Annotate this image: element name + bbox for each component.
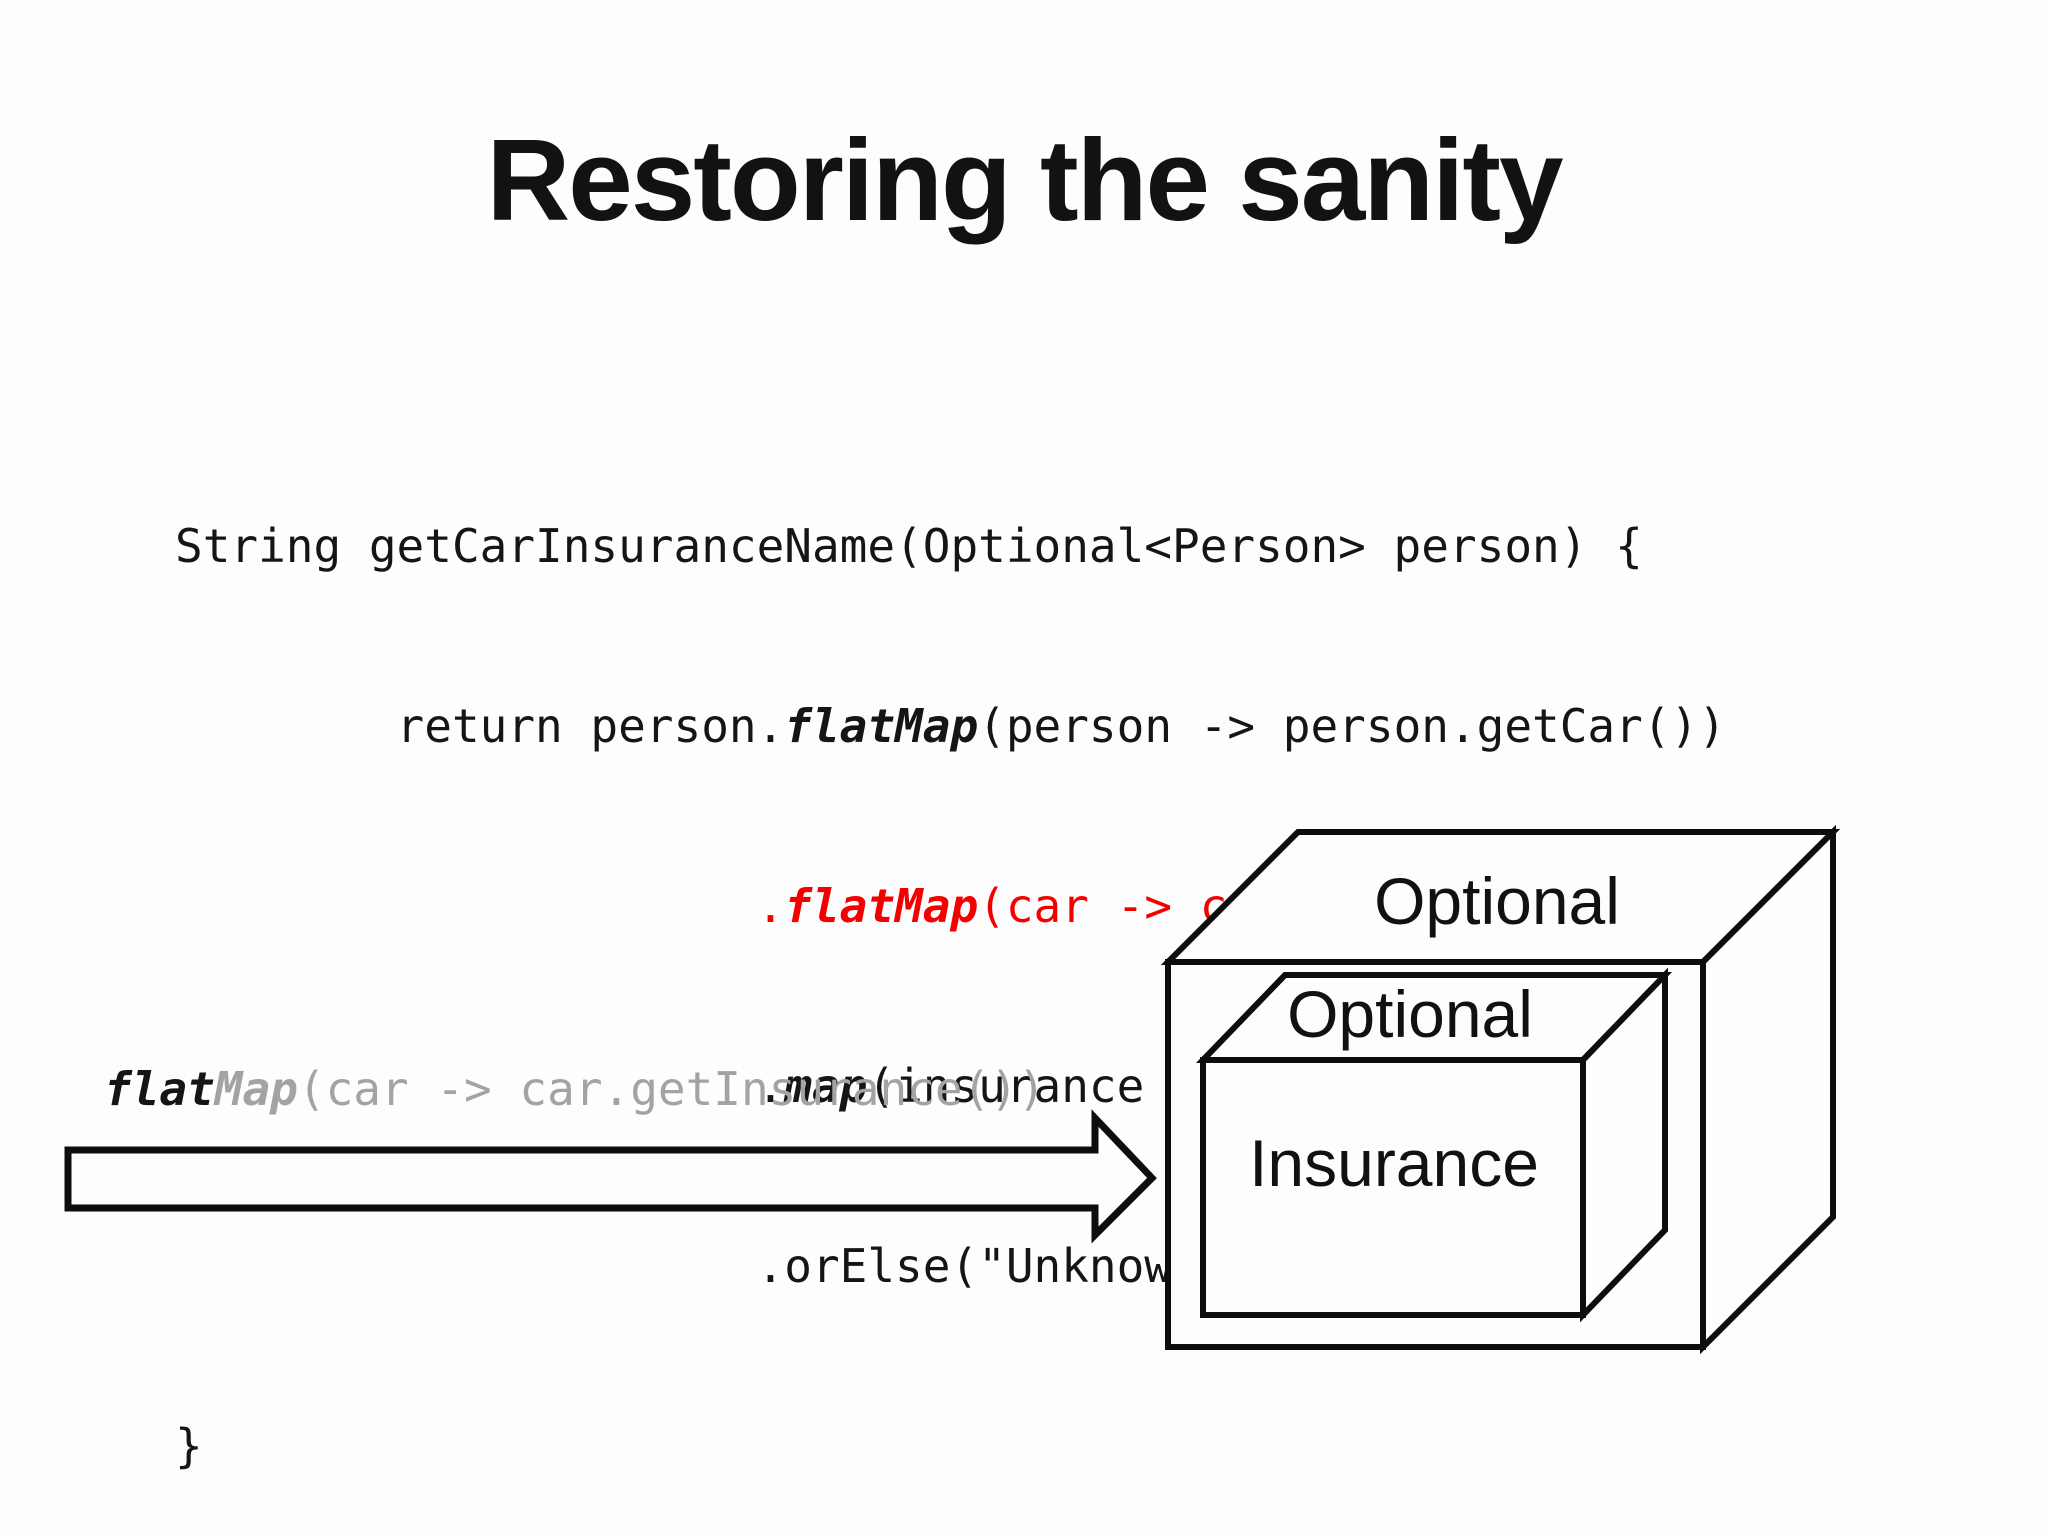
- code-text: (person -> person.getCar()): [978, 699, 1726, 753]
- code-line-6: }: [175, 1416, 1809, 1476]
- code-text: }: [175, 1419, 203, 1473]
- code-text: return person.: [175, 699, 785, 753]
- code-text: .: [175, 1059, 785, 1113]
- code-text: String getCarInsuranceName(Optional<Pers…: [175, 519, 1643, 573]
- code-line-1: String getCarInsuranceName(Optional<Pers…: [175, 516, 1809, 576]
- slide-title: Restoring the sanity: [486, 115, 1563, 245]
- inner-box-label: Optional: [1287, 977, 1533, 1051]
- code-token-map: map: [784, 1059, 868, 1113]
- inner-box-front-face: [1200, 1057, 1586, 1318]
- code-line-2: return person.flatMap(person -> person.g…: [175, 696, 1809, 756]
- label-args: (car -> car.getInsurance()): [297, 1062, 1046, 1116]
- flatmap-arrow-label: flatMap(car -> car.getInsurance()): [104, 1062, 1046, 1117]
- code-text: .: [175, 879, 785, 933]
- label-map: Map: [214, 1062, 298, 1116]
- flatmap-arrow: [64, 1109, 1157, 1244]
- code-token-flatmap: flatMap: [784, 699, 979, 753]
- outer-box-label: Optional: [1374, 864, 1620, 938]
- insurance-label: Insurance: [1249, 1126, 1539, 1200]
- code-token-flatmap: flatMap: [784, 879, 979, 933]
- label-flat: flat: [104, 1062, 215, 1116]
